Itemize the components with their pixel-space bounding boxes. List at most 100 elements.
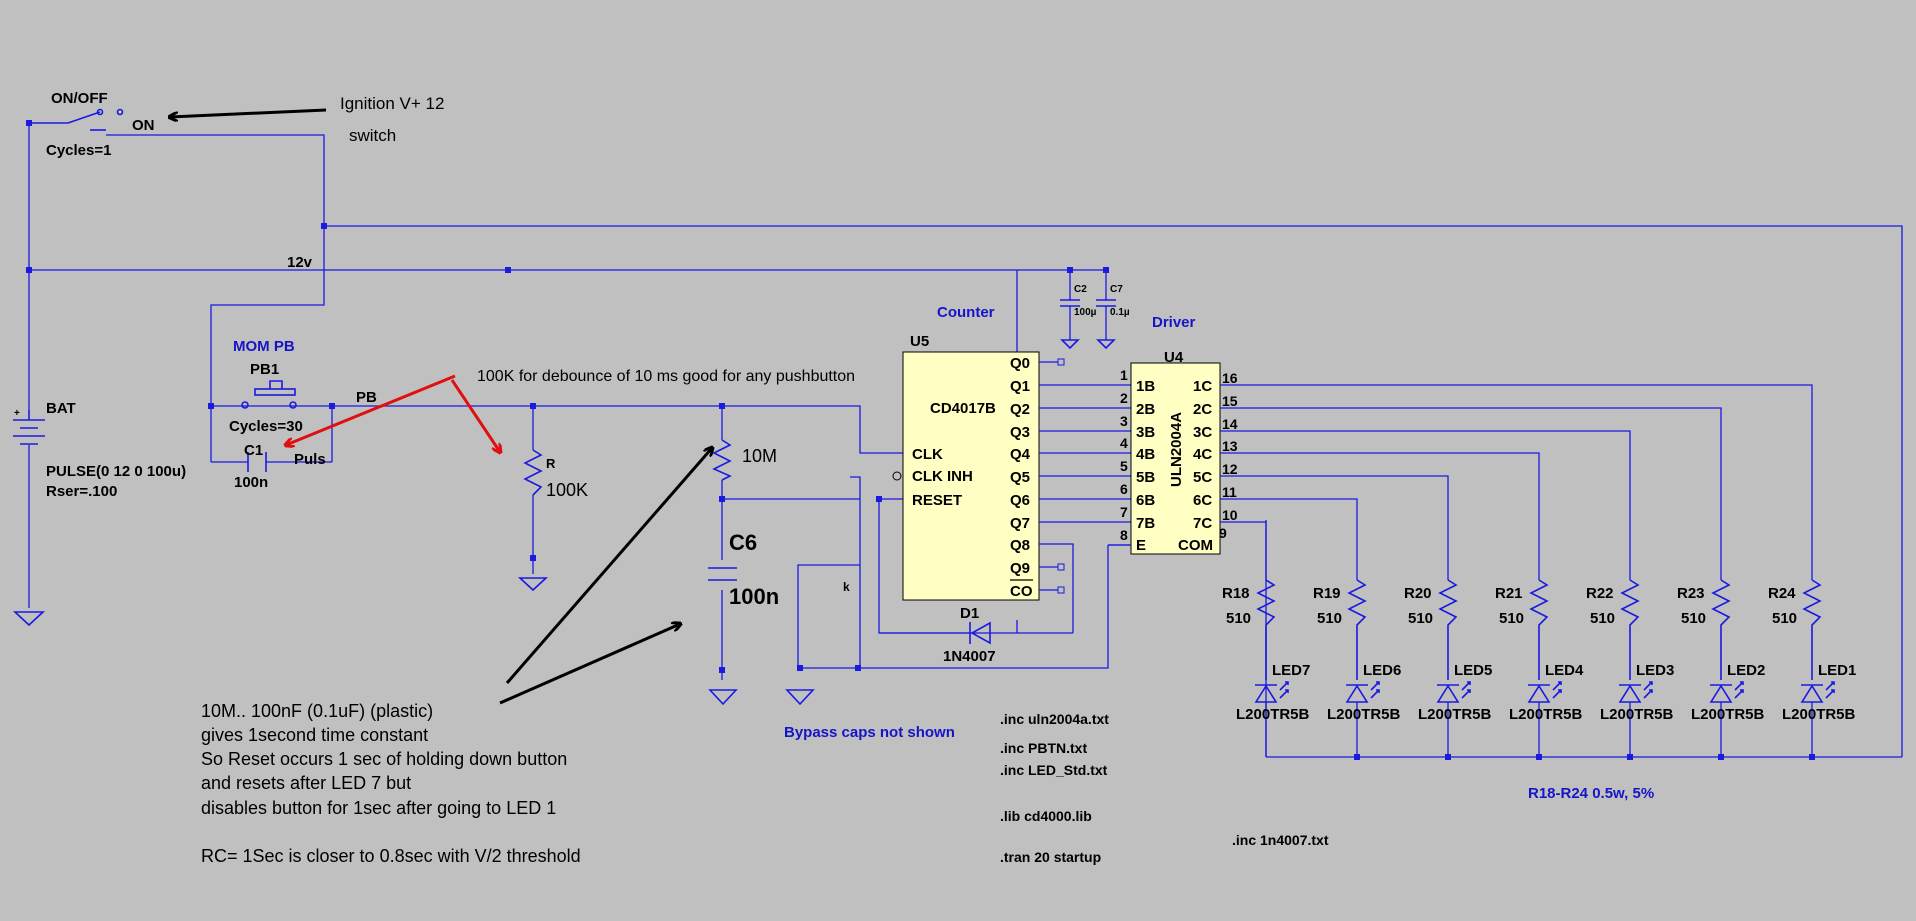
note-line-1: 10M.. 100nF (0.1uF) (plastic)	[201, 701, 433, 721]
driver-in-3b: 3B	[1136, 424, 1155, 441]
driver-pin-14: 14	[1222, 416, 1238, 432]
counter-co: CO	[1010, 583, 1033, 600]
c2-value: 100µ	[1074, 307, 1097, 318]
resistor-r-name: R	[546, 456, 556, 471]
stray-k-label: k	[843, 580, 850, 594]
counter-q1: Q1	[1010, 378, 1030, 395]
diode-part: 1N4007	[943, 648, 996, 665]
resistor-r18	[1256, 579, 1276, 680]
driver-pin-15: 15	[1222, 393, 1238, 409]
driver-pin-16: 16	[1222, 370, 1238, 386]
resistor-r24	[1802, 579, 1822, 680]
pushbutton-cycles: Cycles=30	[229, 418, 303, 435]
led-led1-symbol	[1800, 684, 1824, 703]
red-arrow-to-r	[450, 379, 500, 452]
resistor-r22	[1620, 579, 1640, 680]
driver-out-4c: 4C	[1193, 446, 1212, 463]
driver-pin-6: 6	[1120, 481, 1128, 497]
resistor-name: R23	[1677, 585, 1705, 602]
counter-chip-body	[902, 351, 1040, 601]
clkinh-bubble	[892, 471, 902, 481]
led-bank: R18510LED7L200TR5BR19510LED6L200TR5BR205…	[1222, 579, 1856, 757]
battery-name: BAT	[46, 400, 76, 417]
driver-in-e: E	[1136, 537, 1146, 554]
resistor-value: 510	[1590, 610, 1615, 627]
resistor-value: 510	[1681, 610, 1706, 627]
pushbutton-pb1: MOM PB PB1 PB Cycles=30 Puls	[229, 338, 377, 468]
c7-name: C7	[1110, 284, 1123, 295]
resistor-10m: 10M	[712, 439, 777, 481]
driver-title: Driver	[1152, 314, 1196, 331]
resistor-r20	[1438, 579, 1458, 680]
driver-out-5c: 5C	[1193, 469, 1212, 486]
bypass-note: Bypass caps not shown	[784, 724, 955, 741]
driver-pin-7: 7	[1120, 504, 1128, 520]
ground-symbol-r	[517, 577, 549, 592]
counter-q5: Q5	[1010, 469, 1030, 486]
counter-q7: Q7	[1010, 515, 1030, 532]
pushbutton-name: PB1	[250, 361, 279, 378]
led-emission-icon	[1279, 681, 1289, 699]
driver-pin-10: 10	[1222, 507, 1238, 523]
led-led6-symbol	[1345, 684, 1369, 703]
counter-pin-reset: RESET	[912, 492, 962, 509]
led-part: L200TR5B	[1691, 706, 1765, 723]
c6-name: C6	[729, 530, 757, 555]
directive-pbtn: .inc PBTN.txt	[1000, 740, 1087, 756]
c6-value: 100n	[729, 584, 779, 609]
resistor-r: R 100K	[523, 449, 588, 500]
resistor-value: 510	[1772, 610, 1797, 627]
directive-led-std: .inc LED_Std.txt	[1000, 762, 1108, 778]
ignition-line2: switch	[349, 126, 396, 145]
counter-cd4017b: Counter U5 CD4017B CLK CLK INH RESET Q0 …	[892, 304, 1131, 633]
pushbutton-title: MOM PB	[233, 338, 295, 355]
counter-pin-clkinh: CLK INH	[912, 468, 973, 485]
ground-symbol-c6	[708, 689, 738, 706]
driver-in-1b: 1B	[1136, 378, 1155, 395]
led-led2-symbol	[1709, 684, 1733, 703]
capacitor-c1: C1 100n	[234, 442, 268, 491]
counter-q0: Q0	[1010, 355, 1030, 372]
resistor-r-value: 100K	[546, 480, 588, 500]
ignition-arrow	[170, 108, 327, 117]
resistor-value: 510	[1408, 610, 1433, 627]
driver-out-2c: 2C	[1193, 401, 1212, 418]
led-name: LED7	[1272, 662, 1310, 679]
led-part: L200TR5B	[1418, 706, 1492, 723]
resistor-r23	[1711, 579, 1731, 680]
led-part: L200TR5B	[1782, 706, 1856, 723]
driver-pin-1: 1	[1120, 367, 1128, 383]
ignition-annotation: Ignition V+ 12 switch	[170, 94, 444, 145]
driver-in-5b: 5B	[1136, 469, 1155, 486]
led-part: L200TR5B	[1236, 706, 1310, 723]
counter-q8: Q8	[1010, 537, 1030, 554]
ground-symbol-reset	[785, 689, 815, 706]
directive-tran: .tran 20 startup	[1000, 849, 1101, 865]
led-name: LED2	[1727, 662, 1765, 679]
ignition-switch: ON/OFF ON Cycles=1	[29, 90, 155, 159]
led-led4-symbol	[1527, 684, 1551, 703]
driver-pin-2: 2	[1120, 390, 1128, 406]
driver-chip-body	[1130, 362, 1221, 555]
led-emission-icon	[1825, 681, 1835, 699]
black-arrow-to-c6	[499, 624, 680, 705]
directive-cd4000: .lib cd4000.lib	[1000, 808, 1092, 824]
resistor-name: R18	[1222, 585, 1250, 602]
counter-ref: U5	[910, 333, 929, 350]
led-part: L200TR5B	[1327, 706, 1401, 723]
resistor-value: 510	[1226, 610, 1251, 627]
switch-label: ON/OFF	[51, 90, 108, 107]
ignition-line1: Ignition V+ 12	[340, 94, 444, 113]
led-led3-symbol	[1618, 684, 1642, 703]
driver-pin-13: 13	[1222, 438, 1238, 454]
counter-q2: Q2	[1010, 401, 1030, 418]
battery-spec: PULSE(0 12 0 100u)	[46, 463, 186, 480]
c2-name: C2	[1074, 284, 1087, 295]
driver-pin-9: 9	[1219, 525, 1227, 541]
led-name: LED1	[1818, 662, 1856, 679]
resistor-value: 510	[1499, 610, 1524, 627]
c7-value: 0.1µ	[1110, 307, 1130, 318]
note-line-6: RC= 1Sec is closer to 0.8sec with V/2 th…	[201, 846, 581, 866]
battery: + BAT PULSE(0 12 0 100u) Rser=.100	[13, 400, 186, 500]
